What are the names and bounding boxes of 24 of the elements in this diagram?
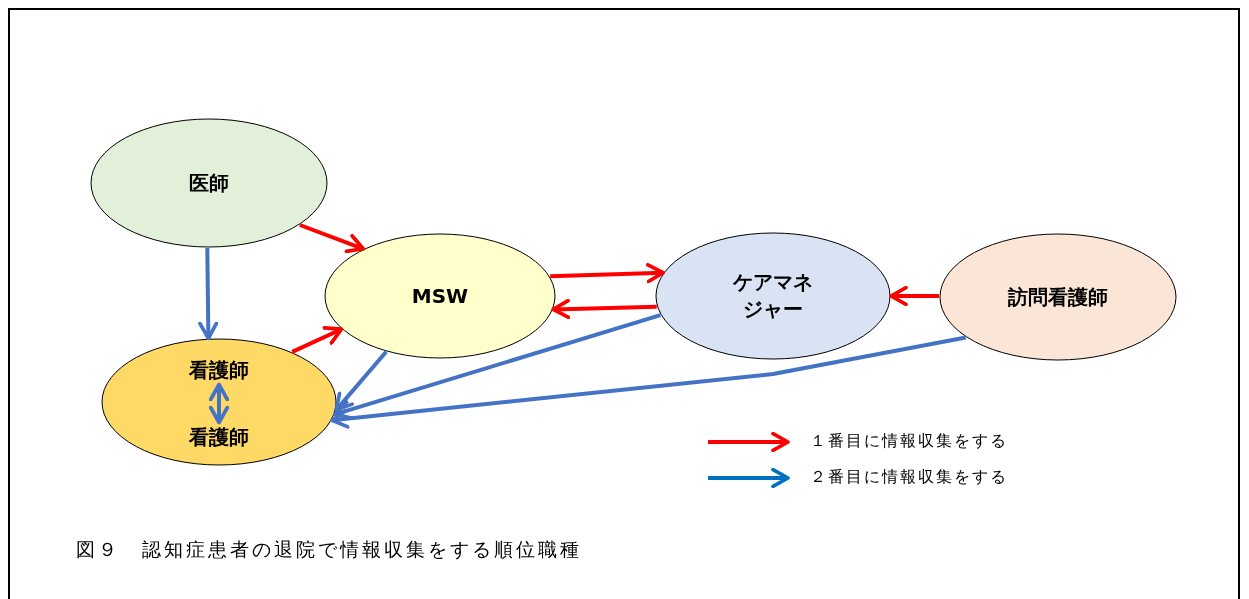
- ellipse-node: [101, 338, 337, 466]
- arrow: [299, 223, 366, 254]
- arrow: [332, 313, 661, 420]
- arrow: [208, 382, 230, 425]
- ellipse-node: [324, 233, 556, 359]
- node-text: 看護師: [189, 423, 249, 451]
- ellipse-node: [90, 118, 328, 248]
- node-text: MSW: [411, 284, 469, 308]
- ellipse-node: [939, 233, 1177, 361]
- legend-text: １番目に情報収集をする: [810, 431, 1008, 452]
- arrow: [198, 247, 219, 341]
- node-text: 訪問看護師: [1008, 283, 1108, 311]
- arrow: [334, 350, 388, 412]
- node-text: 看護師: [189, 356, 249, 384]
- figure-caption: 図９ 認知症患者の退院で情報収集をする順位職種: [76, 537, 582, 562]
- arrow: [330, 335, 967, 429]
- arrow: [550, 263, 665, 284]
- node-text: 医師: [189, 169, 229, 197]
- ellipse-node: [655, 232, 891, 360]
- arrow: [291, 326, 344, 354]
- legend-text: ２番目に情報収集をする: [810, 467, 1008, 488]
- node-text: ケアマネジャー: [732, 269, 814, 323]
- arrow: [551, 298, 657, 320]
- arrow: [889, 285, 939, 307]
